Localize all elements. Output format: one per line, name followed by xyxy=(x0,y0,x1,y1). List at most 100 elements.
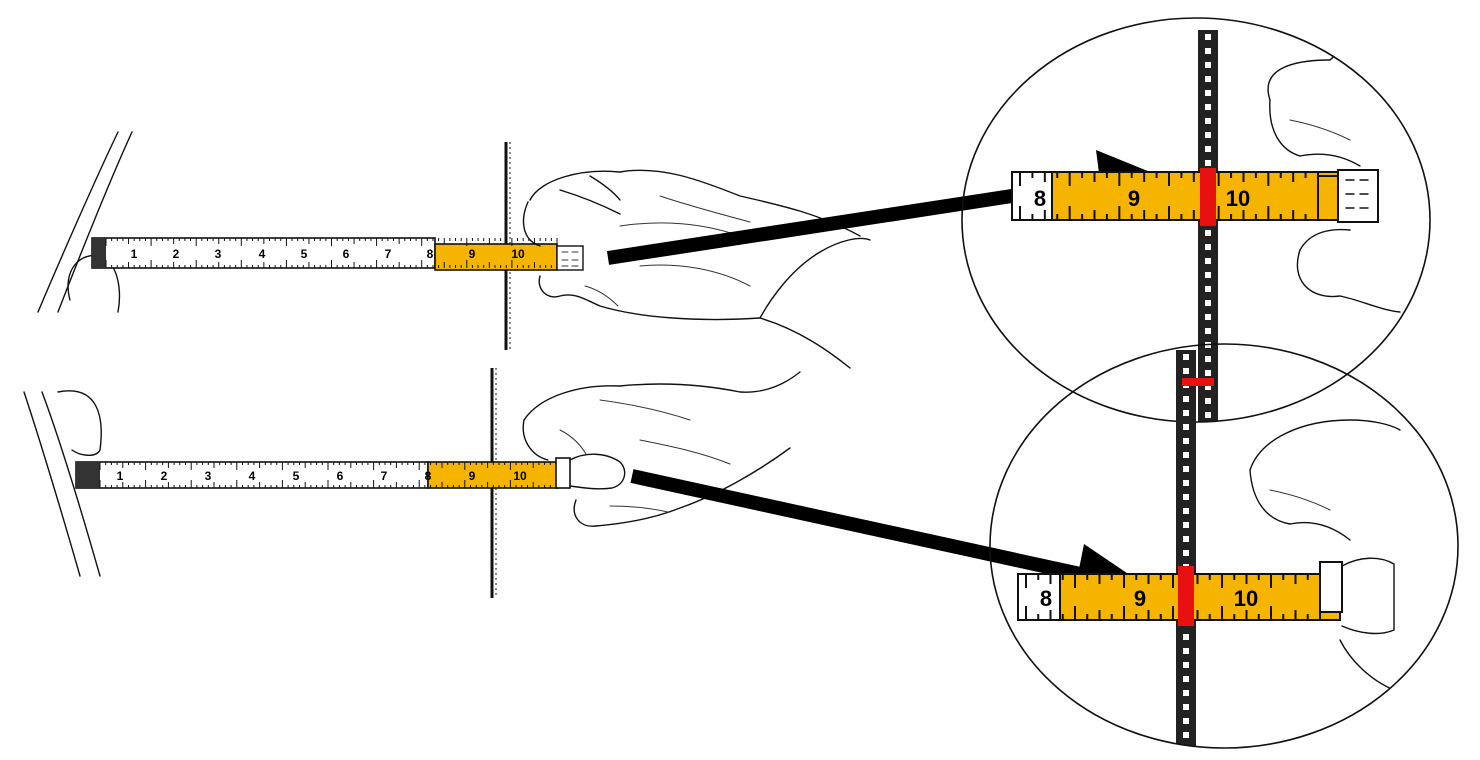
magnifier-top-ruler-dot xyxy=(1205,286,1211,292)
magnifier-top-ruler-dot xyxy=(1205,90,1211,96)
bottom-tape-label: 3 xyxy=(205,469,212,483)
magnifier-bottom-ruler-dot xyxy=(1183,480,1189,486)
top-tape-ticks xyxy=(105,238,558,268)
magnifier-top-ruler-dot xyxy=(1205,48,1211,54)
magnifier-bottom-ruler-dot xyxy=(1183,452,1189,458)
magnifier-top-ruler-dot xyxy=(1205,412,1211,418)
top-tape-label: 2 xyxy=(173,247,180,261)
magnifier-bottom-ruler xyxy=(1176,350,1196,748)
bottom-tape-label: 9 xyxy=(469,469,476,483)
bottom-object-edge xyxy=(23,391,81,577)
magnifier-top-ruler-dot xyxy=(1205,300,1211,306)
magnifier-bottom-ruler-dot xyxy=(1183,662,1189,668)
top-tape-label: 7 xyxy=(385,247,392,261)
magnifier-top-case xyxy=(1337,169,1379,223)
magnifier-bottom-ruler-dot xyxy=(1183,522,1189,528)
magnifier-top-ruler-dot xyxy=(1205,370,1211,376)
top-tape-label: 3 xyxy=(215,247,222,261)
magnifier-bottom-ruler-dot xyxy=(1183,410,1189,416)
magnifier-top-ruler-dot xyxy=(1205,328,1211,334)
bottom-tape-label: 2 xyxy=(161,469,168,483)
top-scene: 1 2 3 4 5 6 7 8 9 10 xyxy=(37,131,871,369)
magnifier-bottom-ruler-dot xyxy=(1183,424,1189,430)
bottom-tape-case xyxy=(569,453,626,490)
magnifier-top-ruler-dot xyxy=(1205,258,1211,264)
top-tape-label: 5 xyxy=(301,247,308,261)
magnifier-bottom-ruler-dot xyxy=(1183,746,1189,748)
magnifier-top-ruler-dot xyxy=(1205,34,1211,40)
magnifier-top-tape-label: 8 xyxy=(1034,186,1046,211)
top-tape-case xyxy=(556,245,584,271)
top-tape-label: 9 xyxy=(469,247,476,261)
bottom-arrow xyxy=(630,469,1082,581)
top-tape-label: 8 xyxy=(427,247,434,261)
top-tape: 1 2 3 4 5 6 7 8 9 10 xyxy=(91,237,584,271)
magnifier-bottom: 8 9 10 xyxy=(989,343,1459,749)
magnifier-top-red-marker xyxy=(1200,168,1216,226)
magnifier-bottom-ruler-dot xyxy=(1183,634,1189,640)
top-hand xyxy=(522,169,871,369)
magnifier-top-ruler-dot xyxy=(1205,160,1211,166)
magnifier-bottom-ruler-dot xyxy=(1183,508,1189,514)
bottom-hand xyxy=(522,371,801,527)
bottom-tape-ticks xyxy=(99,462,557,488)
bottom-tape-label: 7 xyxy=(381,469,388,483)
magnifier-bottom-red-marker xyxy=(1178,566,1194,626)
bottom-object-edge-inner xyxy=(41,391,101,577)
magnifier-top-ruler-dot xyxy=(1205,272,1211,278)
magnifier-top-tape-label: 9 xyxy=(1128,186,1140,211)
magnifier-bottom-ruler-dot xyxy=(1183,536,1189,542)
magnifier-top-ruler-dot xyxy=(1205,76,1211,82)
magnifier-bottom-ruler-dot xyxy=(1183,396,1189,402)
bottom-tape-label: 10 xyxy=(513,469,527,483)
bottom-tape-hook xyxy=(76,462,100,488)
magnifier-bottom-ruler-dot xyxy=(1183,368,1189,374)
magnifier-bottom-ruler-dot xyxy=(1183,494,1189,500)
magnifier-top-ruler-dot xyxy=(1205,146,1211,152)
magnifier-top-ruler-dot xyxy=(1205,398,1211,404)
bottom-tape-label: 4 xyxy=(249,469,256,483)
magnifier-bottom-ruler-dot xyxy=(1183,690,1189,696)
magnifier-bottom-tape-yellow xyxy=(1059,573,1341,621)
bottom-tape-label: 1 xyxy=(117,469,124,483)
bottom-left-thumb xyxy=(57,390,102,456)
top-tape-label: 4 xyxy=(259,247,266,261)
top-arrow xyxy=(606,177,1098,265)
magnifier-top-ruler-dot xyxy=(1205,104,1211,110)
bottom-tape-label: 8 xyxy=(425,469,432,483)
magnifier-bottom-tape-label: 8 xyxy=(1040,586,1052,611)
magnifier-bottom-ruler-dot xyxy=(1183,732,1189,738)
magnifier-bottom-ruler-dot xyxy=(1183,676,1189,682)
top-object-edge xyxy=(37,131,119,313)
magnifier-top-ruler-dot xyxy=(1205,62,1211,68)
top-tape-hook xyxy=(92,238,106,268)
magnifier-bottom-ruler-dot xyxy=(1183,466,1189,472)
bottom-tape-yellow xyxy=(427,461,559,489)
top-object-edge-inner xyxy=(57,131,133,313)
magnifier-top-ruler-dot xyxy=(1205,244,1211,250)
magnifier-top-ruler-dot xyxy=(1205,230,1211,236)
magnifier-bottom-tape-label: 10 xyxy=(1234,586,1258,611)
magnifier-bottom-ruler-dot xyxy=(1183,438,1189,444)
top-tape-label: 1 xyxy=(131,247,138,261)
magnifier-bottom-ruler-dot xyxy=(1183,704,1189,710)
magnifier-top-tape-label: 10 xyxy=(1226,186,1250,211)
magnifier-bottom-ruler-dot xyxy=(1183,550,1189,556)
magnifier-top-ruler-dot xyxy=(1205,426,1211,432)
magnifier-bottom-case xyxy=(1341,557,1395,635)
magnifier-top-ruler-dot xyxy=(1205,384,1211,390)
bottom-tape-hook-end xyxy=(555,457,571,489)
magnifier-top: 8 9 10 xyxy=(961,17,1431,432)
top-tape-label: 10 xyxy=(511,247,525,261)
magnifier-top-ruler-dot xyxy=(1205,118,1211,124)
magnifier-bottom-ruler-dot xyxy=(1183,718,1189,724)
magnifier-top-ruler-dot xyxy=(1205,356,1211,362)
magnifier-bottom-ruler-dot xyxy=(1183,354,1189,360)
top-tape-label: 6 xyxy=(343,247,350,261)
magnifier-top-ruler-dot xyxy=(1205,132,1211,138)
bottom-tape-label: 5 xyxy=(293,469,300,483)
magnifier-bottom-tape-label: 9 xyxy=(1134,586,1146,611)
